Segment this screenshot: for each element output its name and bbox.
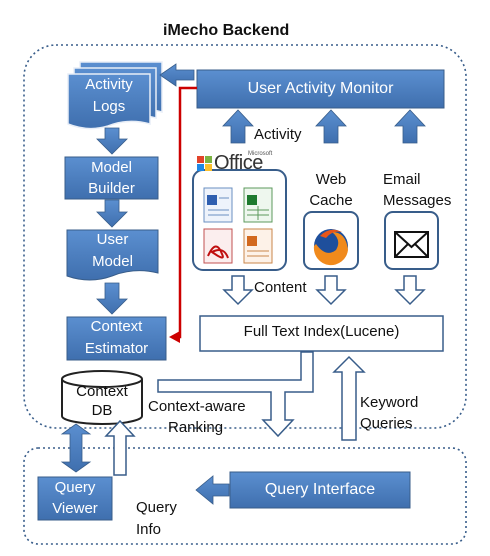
frontend-container (23, 447, 467, 545)
model-builder-box (64, 156, 159, 200)
office-logo-icon (197, 156, 212, 171)
user-model-box (66, 229, 159, 281)
outline-arrows (104, 275, 426, 476)
query-interface-box (229, 471, 411, 509)
email-line-1: Email (383, 171, 421, 188)
query-viewer-line-1: Query (54, 479, 96, 496)
keyword-label: Keyword Queries (360, 392, 418, 434)
arrow-content-2 (315, 275, 347, 306)
context-db-line-1: Context (76, 383, 128, 400)
model-builder-label: Model Builder (65, 157, 158, 199)
query-info-label: Query Info (136, 497, 177, 541)
context-estimator-box (66, 316, 167, 361)
web-cache-line-2: Cache (309, 192, 353, 209)
arrow-activity-up-1 (222, 109, 254, 144)
backend-container (23, 44, 467, 429)
arrow-content-1 (222, 275, 254, 306)
content-label: Content (254, 279, 307, 296)
arrow-ranking (157, 351, 314, 438)
activity-logs-line-2: Logs (92, 98, 126, 115)
ranking-label: Context-aware Ranking (148, 396, 246, 438)
office-logo-microsoft: Microsoft (248, 151, 273, 157)
full-text-index-label: Full Text Index(Lucene) (243, 323, 400, 340)
arrow-builder-to-model (96, 199, 128, 228)
web-cache-label: Web Cache (304, 169, 358, 211)
user-activity-monitor-label: User Activity Monitor (247, 80, 394, 97)
query-viewer-box (37, 476, 113, 521)
activity-logs-line-1: Activity (85, 76, 133, 93)
context-db-cylinder (61, 370, 143, 425)
arrow-monitor-to-logs (159, 63, 195, 87)
context-estimator-line-2: Estimator (84, 340, 149, 357)
keyword-line-2: Queries (360, 415, 413, 432)
user-model-line-2: Model (92, 253, 133, 270)
model-builder-line-2: Builder (88, 180, 135, 197)
arrow-db-viewer (60, 423, 92, 473)
arrow-keyword (332, 355, 366, 441)
envelope-icon (394, 231, 429, 258)
arrow-activity-up-2 (315, 109, 347, 144)
context-db-line-2: DB (91, 402, 113, 419)
user-model-line-1: User (96, 231, 129, 248)
diagram-title: iMecho Backend (163, 22, 290, 39)
email-label: Email Messages (383, 169, 451, 211)
firefox-icon (313, 229, 348, 266)
query-interface-label: Query Interface (264, 481, 376, 498)
office-documents-icon (203, 187, 273, 264)
arrow-activity-up-3 (394, 109, 426, 144)
arrow-query-info (104, 419, 136, 476)
query-viewer-line-2: Viewer (52, 500, 98, 517)
activity-label: Activity (254, 126, 302, 143)
user-model-label: User Model (67, 229, 158, 273)
arrow-content-3 (394, 275, 426, 306)
red-feedback-arrow (169, 86, 197, 343)
office-logo-text: Office (214, 152, 263, 174)
context-estimator-label: Context Estimator (67, 316, 166, 360)
flow-arrows (60, 63, 426, 505)
keyword-line-1: Keyword (360, 394, 419, 411)
context-db-label: Context DB (62, 382, 142, 420)
model-builder-line-1: Model (91, 159, 132, 176)
ranking-line-1: Context-aware (148, 398, 246, 415)
ranking-line-2: Ranking (168, 419, 224, 436)
arrow-interface-to-viewer (195, 475, 230, 505)
arrow-logs-to-builder (96, 127, 128, 155)
context-estimator-line-1: Context (90, 318, 143, 335)
query-viewer-label: Query Viewer (38, 477, 112, 519)
query-info-line-1: Query (136, 499, 177, 516)
email-line-2: Messages (383, 192, 452, 209)
activity-logs-label: Activity Logs (68, 74, 150, 118)
web-cache-line-1: Web (315, 171, 347, 188)
activity-logs-stack (67, 61, 163, 130)
query-info-line-2: Info (136, 521, 162, 538)
full-text-index-box (199, 315, 444, 352)
arrow-model-to-estimator (96, 282, 128, 315)
